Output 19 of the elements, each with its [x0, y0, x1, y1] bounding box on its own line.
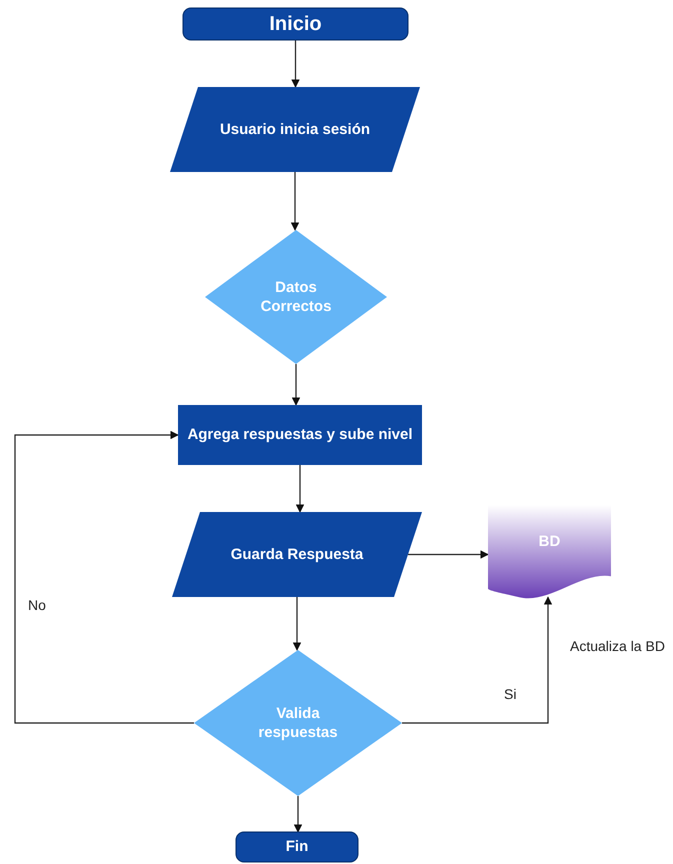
- node-label: Datos Correctos: [260, 278, 332, 316]
- node-label: Inicio: [269, 12, 322, 37]
- node-label: BD: [538, 532, 560, 552]
- arrow: [294, 796, 302, 833]
- arrow: [292, 597, 302, 651]
- edge-label: Si: [504, 686, 516, 702]
- arrow: [292, 364, 300, 406]
- arrow: [402, 596, 552, 724]
- node-label: Usuario inicia sesión: [220, 120, 370, 140]
- node-label: Agrega respuestas y sube nivel: [187, 425, 413, 445]
- node-label: Valida respuestas: [257, 704, 339, 742]
- node-label: Fin: [286, 837, 308, 857]
- arrow: [296, 465, 304, 513]
- arrow: [408, 550, 489, 559]
- arrow: [290, 172, 300, 231]
- edge-label: No: [28, 597, 46, 613]
- node-label: Guarda Respuesta: [230, 544, 364, 564]
- arrow: [291, 40, 300, 88]
- arrow: [14, 430, 194, 724]
